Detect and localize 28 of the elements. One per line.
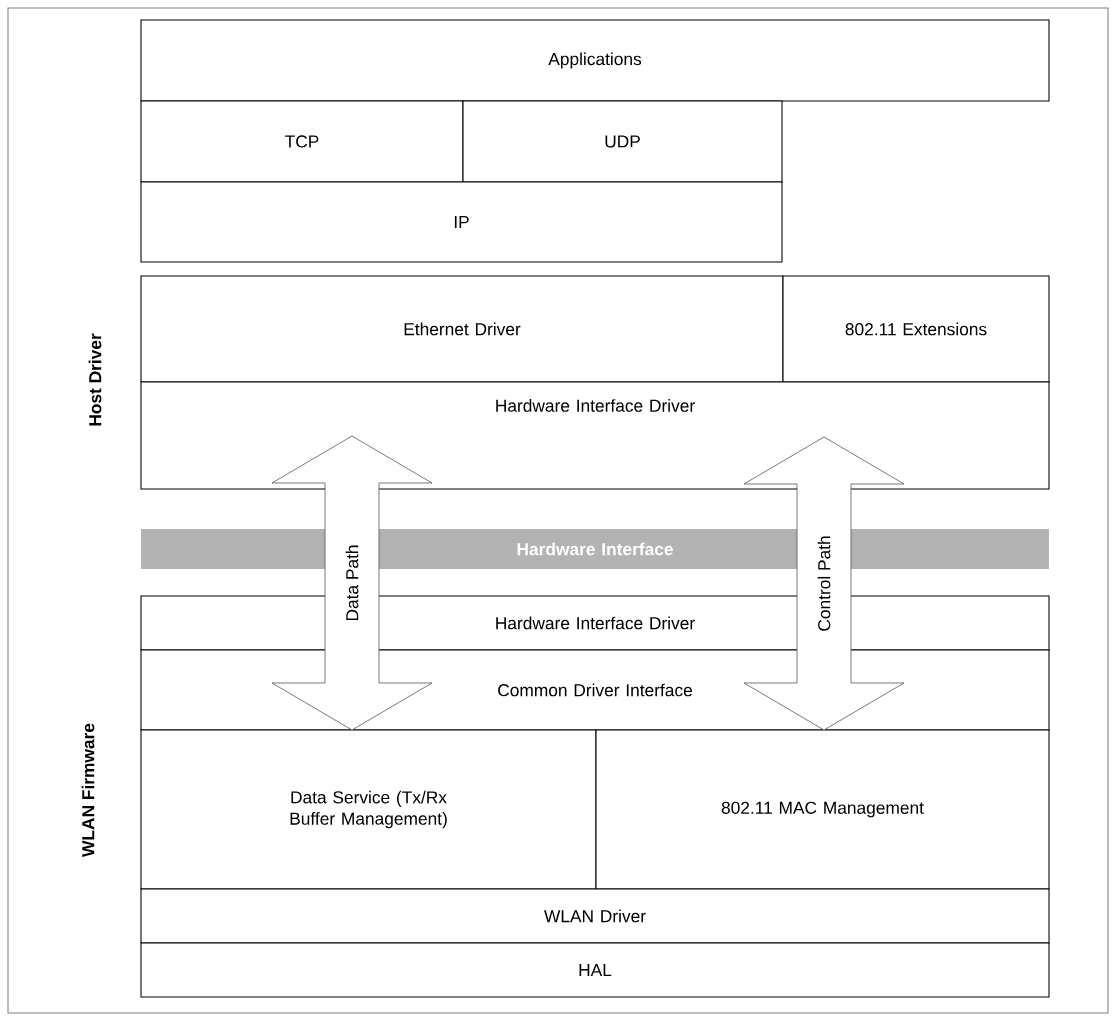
layer-box xyxy=(140,888,1050,944)
layer-label: Data Service (Tx/Rx Buffer Management) xyxy=(290,790,447,829)
layer-box xyxy=(462,100,783,183)
layer-label: HAL xyxy=(579,964,612,976)
side-label: WLAN Firmware xyxy=(81,723,95,857)
layer-label: UDP xyxy=(605,135,640,148)
layer-box xyxy=(140,100,464,183)
layer-label: Ethernet Driver xyxy=(404,322,521,336)
layer-label: Hardware Interface Driver xyxy=(496,399,695,412)
layer-box xyxy=(595,729,1050,890)
double-arrow xyxy=(271,435,433,731)
layer-box xyxy=(140,942,1050,998)
layer-box xyxy=(140,181,783,263)
layer-label: Common Driver Interface xyxy=(498,683,692,697)
layer-label: 802.11 MAC Management xyxy=(721,801,924,818)
double-arrow xyxy=(743,436,905,731)
layer-label: Hardware Interface Driver xyxy=(496,616,695,630)
layer-label: Applications xyxy=(548,52,642,69)
layer-box xyxy=(140,729,597,890)
edge-label: Control Path xyxy=(816,534,832,633)
layer-label: 802.11 Extensions xyxy=(845,322,987,336)
layer-label: IP xyxy=(454,216,469,228)
layer-box xyxy=(782,275,1050,383)
side-label: Host Driver xyxy=(88,333,102,426)
layer-label: Hardware Interface xyxy=(517,542,673,556)
layer-label: WLAN Driver xyxy=(544,909,646,923)
edge-label: Data Path xyxy=(344,543,360,623)
layer-label: TCP xyxy=(285,135,319,148)
